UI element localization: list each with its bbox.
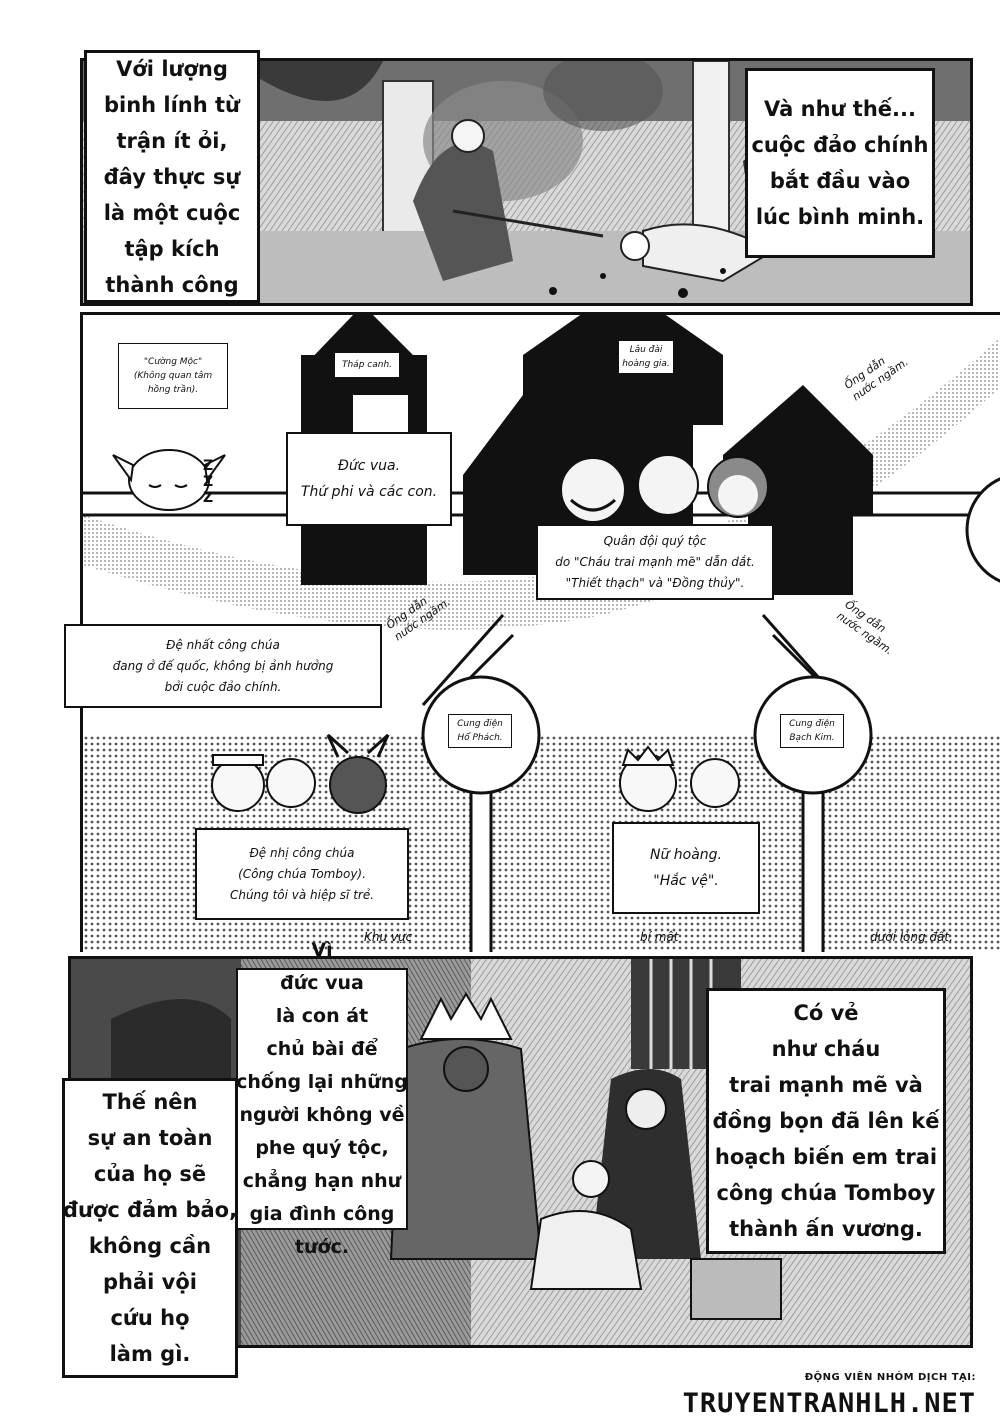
label-line: (Công chúa Tomboy). <box>238 866 366 881</box>
sleep-mark-text: Z Z Z <box>203 458 214 506</box>
label-line: đang ở đế quốc, không bị ảnh hưởng <box>112 658 334 673</box>
region-word-3: dưới lòng đất. <box>870 930 953 944</box>
label-line: Thứ phi và các con. <box>300 484 438 500</box>
label-line: Đức vua. <box>337 458 401 474</box>
caption-line: là con át <box>275 1005 369 1027</box>
label-line: "Hắc vệ". <box>653 873 719 889</box>
caption-line: được đảm bảo, <box>62 1198 238 1222</box>
queen-label: Nữ hoàng. "Hắc vệ". <box>612 822 760 914</box>
caption-line: Với lượng <box>116 56 228 81</box>
caption-line: của họ sẽ <box>93 1162 207 1186</box>
caption-line: trai mạnh mẽ và <box>729 1073 923 1097</box>
tower-label-text: Tháp canh. <box>341 360 393 370</box>
label-line: bởi cuộc đảo chính. <box>164 679 282 694</box>
label-line: Quân đội quý tộc <box>603 533 707 548</box>
caption-line: tước. <box>294 1236 350 1258</box>
caption-line: sự an toàn <box>87 1126 213 1150</box>
caption-line: người không về <box>239 1104 405 1126</box>
caption-line: cứu họ <box>110 1306 190 1330</box>
caption-line: làm gì. <box>109 1342 191 1366</box>
label-line: do "Cháu trai mạnh mẽ" dẫn dắt. <box>555 554 755 569</box>
caption-line: Thế nên <box>102 1090 198 1114</box>
caption-successful-raid: Với lượng binh lính từ trận ít ỏi, đây t… <box>84 50 260 303</box>
caption-seal-king-plan: Có vẻ như cháu trai mạnh mẽ và đồng bọn … <box>706 988 946 1254</box>
tower-label: Tháp canh. <box>334 352 400 378</box>
caption-line: bắt đầu vào <box>769 169 911 193</box>
caption-line: binh lính từ <box>103 92 241 117</box>
caption-line: chẳng hạn như <box>242 1170 402 1192</box>
king-family-label: Đức vua. Thứ phi và các con. <box>286 432 452 526</box>
elf-note-label: "Cường Mộc" (Không quan tâm hồng trần). <box>118 343 228 409</box>
note-line: "Cường Mộc" <box>143 357 203 367</box>
palace-line: Hổ Phách. <box>457 733 503 743</box>
amber-palace-label: Cung điện Hổ Phách. <box>448 714 512 748</box>
caption-line: như cháu <box>771 1037 881 1061</box>
caption-king-trump-card: Vì đức vua là con át chủ bài để chống lạ… <box>236 939 408 1258</box>
caption-line: gia đình công <box>249 1203 395 1225</box>
label-line: Đệ nhất công chúa <box>166 637 280 652</box>
region-word-1: Khu vực <box>364 930 413 944</box>
caption-line: trận ít ỏi, <box>116 128 228 153</box>
caption-coup-began: Và như thế... cuộc đảo chính bắt đầu vào… <box>745 68 935 258</box>
palace-line: Cung điện <box>457 719 503 729</box>
caption-line: hoạch biến em trai <box>714 1145 938 1169</box>
credit-line: ĐỘNG VIÊN NHÓM DỊCH TẠI: <box>804 1372 976 1383</box>
caption-line: Vì <box>311 939 333 961</box>
castle-label-line: hoàng gia. <box>622 359 670 369</box>
caption-line: đức vua <box>280 972 364 994</box>
caption-safety-assured: Thế nên sự an toàn của họ sẽ được đảm bả… <box>62 1078 238 1378</box>
label-line: Nữ hoàng. <box>649 847 723 863</box>
caption-line: phe quý tộc, <box>255 1137 389 1159</box>
note-line: hồng trần). <box>147 385 199 395</box>
caption-line: thành công <box>105 272 239 297</box>
caption-line: lúc bình minh. <box>755 205 925 229</box>
first-princess-label: Đệ nhất công chúa đang ở đế quốc, không … <box>64 624 382 708</box>
palace-line: Cung điện <box>789 719 835 729</box>
caption-line: đây thực sự <box>103 164 241 189</box>
label-line: "Thiết thạch" và "Đồng thủy". <box>565 575 745 590</box>
note-line: (Không quan tâm <box>133 371 213 381</box>
caption-line: thành ấn vương. <box>729 1217 923 1241</box>
castle-label: Lâu đài hoàng gia. <box>618 340 674 374</box>
label-line: Đệ nhị công chúa <box>249 845 355 860</box>
caption-line: là một cuộc <box>103 200 241 225</box>
region-word-2: bí mật <box>640 930 679 944</box>
caption-line: công chúa Tomboy <box>716 1181 936 1205</box>
caption-line: phải vội <box>103 1270 197 1294</box>
caption-line: Có vẻ <box>793 1001 859 1025</box>
caption-line: tập kích <box>124 236 220 261</box>
caption-line: không cần <box>88 1234 212 1258</box>
credit-site: TRUYENTRANHLH.NET <box>682 1388 976 1419</box>
caption-line: cuộc đảo chính <box>751 133 929 157</box>
label-line: Chúng tôi và hiệp sĩ trẻ. <box>229 887 375 902</box>
second-princess-label: Đệ nhị công chúa (Công chúa Tomboy). Chú… <box>195 828 409 920</box>
caption-line: chống lại những <box>236 1071 408 1093</box>
caption-line: đồng bọn đã lên kế <box>712 1109 940 1133</box>
caption-line: Và như thế... <box>764 97 916 121</box>
caption-line: chủ bài để <box>266 1038 378 1060</box>
platinum-palace-label: Cung điện Bạch Kim. <box>780 714 844 748</box>
noble-army-label: Quân đội quý tộc do "Cháu trai mạnh mẽ" … <box>536 524 774 600</box>
palace-line: Bạch Kim. <box>789 733 835 743</box>
castle-label-line: Lâu đài <box>629 345 663 355</box>
